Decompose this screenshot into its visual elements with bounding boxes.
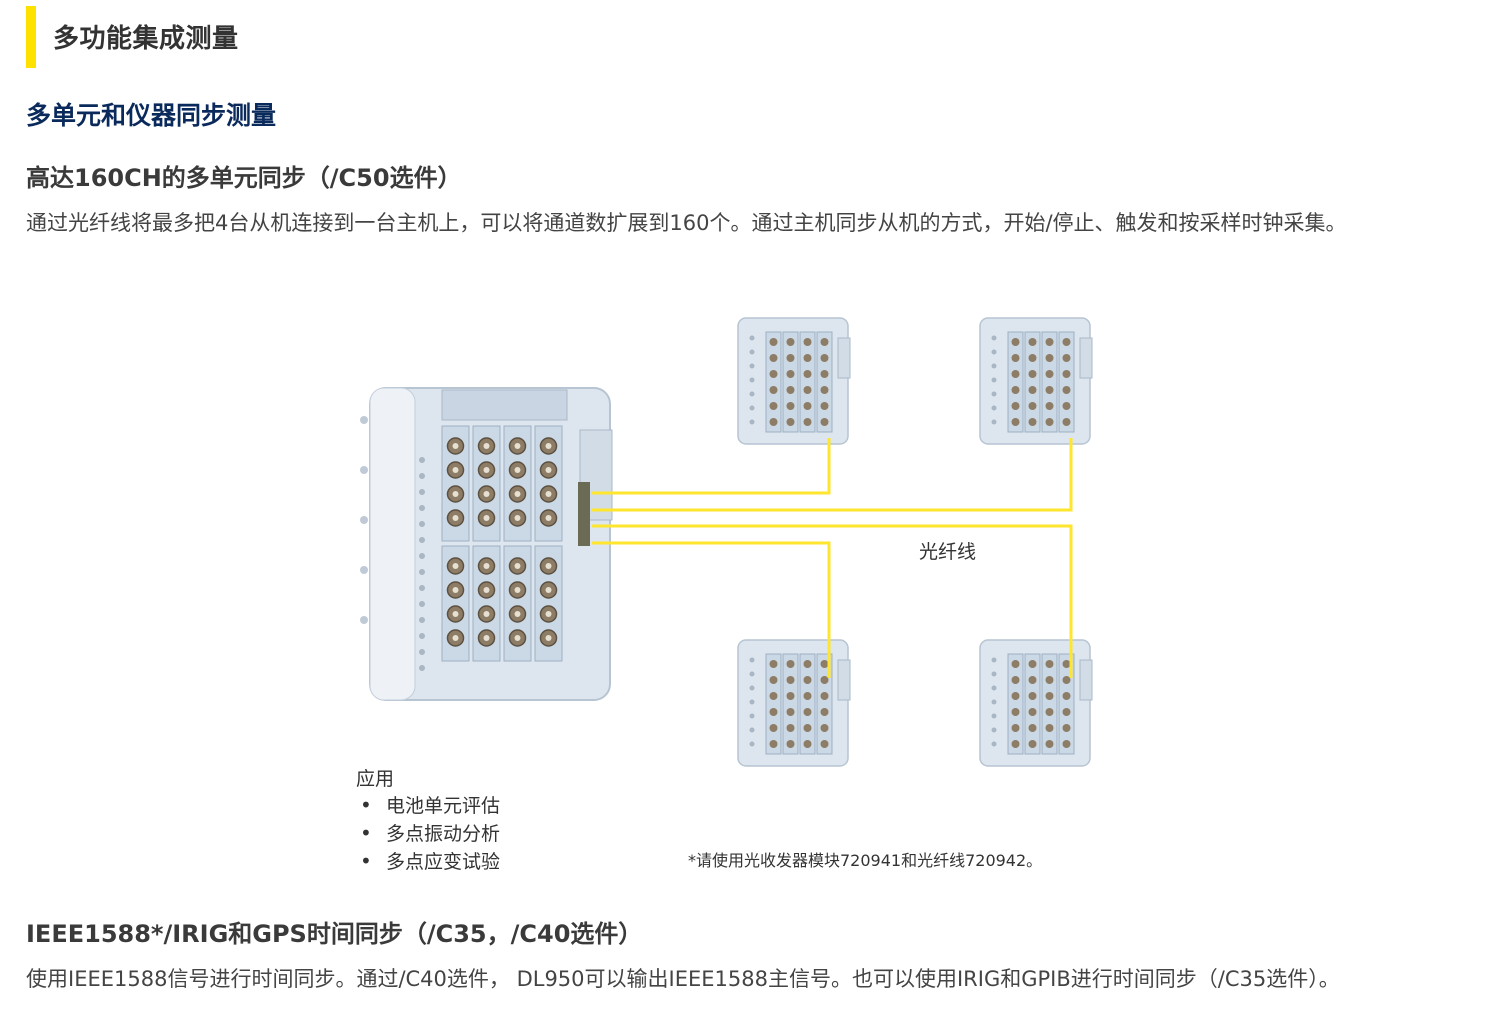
section-header: 多功能集成测量 bbox=[26, 6, 1466, 68]
section-title: 多功能集成测量 bbox=[53, 24, 239, 54]
application-item: 多点振动分析 bbox=[360, 820, 500, 848]
applications-list: 电池单元评估 多点振动分析 多点应变试验 bbox=[360, 792, 500, 876]
time-sync-heading: IEEE1588*/IRIG和GPS时间同步（/C35，/C40选件） bbox=[26, 920, 643, 948]
figure-footnote: *请使用光收发器模块720941和光纤线720942。 bbox=[688, 851, 1043, 870]
application-item: 多点应变试验 bbox=[360, 848, 500, 876]
sync-diagram: 光纤线 应用 电池单元评估 多点振动分析 多点应变试验 *请使用光收发器模块72… bbox=[330, 300, 1130, 890]
page-subtitle: 多单元和仪器同步测量 bbox=[26, 101, 277, 130]
applications-title: 应用 bbox=[356, 768, 395, 790]
main-unit-image bbox=[360, 387, 613, 701]
time-sync-description: 使用IEEE1588信号进行时间同步。通过/C40选件， DL950可以输出IE… bbox=[26, 967, 1340, 991]
fiber-cables bbox=[592, 438, 1073, 678]
multi-unit-sync-heading: 高达160CH的多单元同步（/C50选件） bbox=[26, 164, 462, 192]
sync-diagram-graphic bbox=[360, 317, 1093, 767]
fiber-label: 光纤线 bbox=[919, 541, 977, 563]
application-item: 电池单元评估 bbox=[360, 792, 500, 820]
section-accent-bar bbox=[26, 6, 36, 68]
slave-units bbox=[737, 317, 1093, 767]
multi-unit-sync-description: 通过光纤线将最多把4台从机连接到一台主机上，可以将通道数扩展到160个。通过主机… bbox=[26, 211, 1347, 235]
